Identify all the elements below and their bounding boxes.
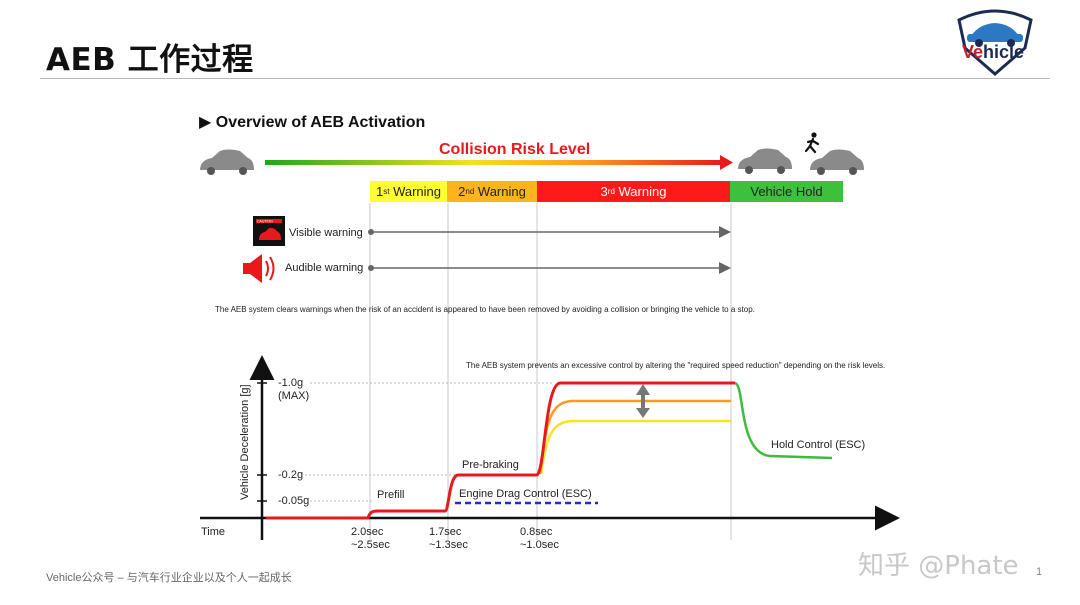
collision-risk-label: Collision Risk Level [439,141,591,158]
car-front-icon [738,148,792,174]
green-hold-curve [734,381,833,460]
x-tick-3-line2: ~1.0sec [520,539,559,551]
yellow-deceleration-curve [539,419,731,475]
x-axis-label: Time [201,526,226,538]
car-left-icon [200,149,254,175]
hold-control-label: Hold Control (ESC) [771,439,866,451]
y-axis-label: Vehicle Deceleration [g] [239,384,251,500]
risk-arrow [265,155,733,170]
warn2-text: Warning [474,184,526,199]
engine-drag-label: Engine Drag Control (ESC) [459,488,592,500]
warn1-text: Warning [389,184,441,199]
warn2-sup: nd [465,187,475,196]
logo-text-ve: Ve [962,42,984,62]
level-adjust-double-arrow [636,384,650,418]
pre-braking-label: Pre-braking [462,459,519,471]
visible-warning-arrow [368,226,731,238]
vehicle-hold-bar: Vehicle Hold [730,181,843,202]
y-tick-0-05g: -0.05g [278,495,310,507]
speaker-icon [243,254,275,283]
caution-icon [253,216,285,246]
overview-title: ▶ Overview of AEB Activation [199,114,426,131]
slide-title: AEB 工作过程 [46,42,254,78]
x-tick-1-line1: 2.0sec [351,526,384,538]
pedestrian-icon [804,132,820,154]
y-tick-0-2g: -0.2g [278,469,304,481]
phase-guide-lines [369,203,732,540]
prefill-label: Prefill [377,489,405,501]
clear-warnings-note: The AEB system clears warnings when the … [215,305,755,314]
control-note: The AEB system prevents an excessive con… [466,361,886,370]
x-tick-2-line1: 1.7sec [429,526,462,538]
orange-deceleration-curve [538,399,731,475]
red-deceleration-curve [266,381,735,520]
audible-warning-label: Audible warning [285,262,364,274]
warn3-text: Warning [614,184,667,199]
warn3-num: 3 [600,184,608,199]
warn1-sup: st [383,187,390,196]
warn3-sup: rd [607,187,615,196]
warn1-num: 1 [375,184,384,199]
vehicle-logo [957,9,1033,76]
y-tick-max: -1.0g [278,377,304,389]
car-stopped-icon [810,149,864,175]
logo-text-hicle: hicle [983,42,1025,62]
page-number: 1 [1036,566,1043,578]
x-tick-2-line2: ~1.3sec [429,539,468,551]
y-tick-marks [257,382,267,502]
watermark: 知乎 @Phate [858,551,1019,581]
vehicle-hold-text: Vehicle Hold [750,184,823,199]
logo-text: Vehicle [962,42,1024,63]
title-divider [40,78,1050,79]
y-tick-dashes [305,382,552,502]
visible-warning-label: Visible warning [289,227,363,239]
audible-warning-arrow [368,262,731,274]
footer-text: Vehicle公众号 – 与汽车行业企业以及个人一起成长 [46,572,292,584]
caution-icon-text: CAUTION [257,220,273,224]
x-tick-3-line1: 0.8sec [520,526,553,538]
x-tick-1-line2: ~2.5sec [351,539,390,551]
warn2-num: 2 [458,184,466,199]
y-tick-max-note: (MAX) [278,390,310,402]
